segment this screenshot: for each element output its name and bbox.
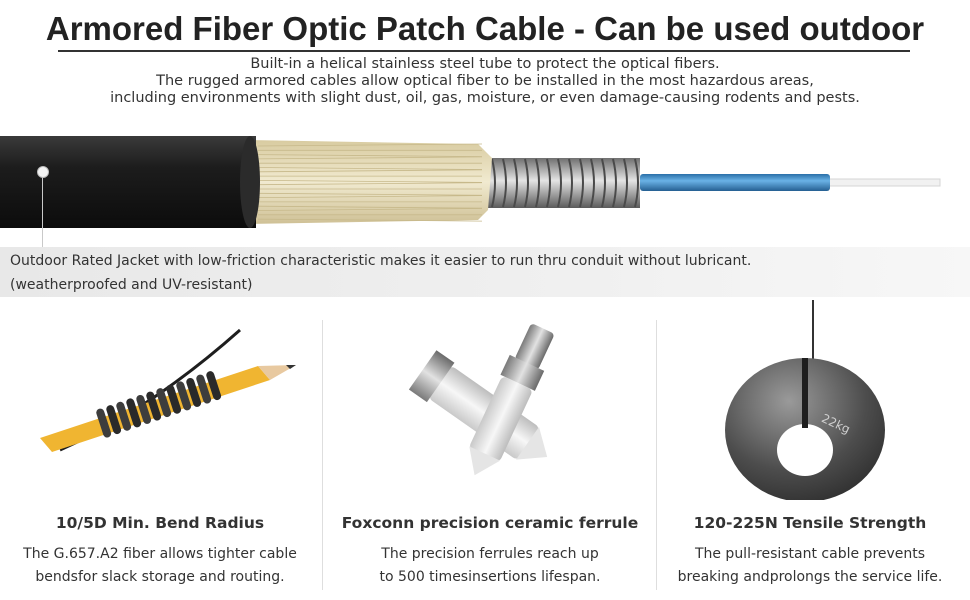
- spring-coil: [206, 371, 222, 401]
- jacket-info-line1: Outdoor Rated Jacket with low-friction c…: [10, 253, 752, 269]
- subtitle: Built-in a helical stainless steel tube …: [0, 56, 970, 107]
- yarn-strand: [257, 208, 483, 211]
- callout-dot: [37, 166, 49, 178]
- spring-coil: [96, 408, 112, 438]
- steel-armor: [488, 158, 640, 208]
- spring-coil: [116, 401, 132, 431]
- callout-line: [42, 173, 43, 273]
- yarn-strand: [257, 156, 483, 160]
- yarn-strand: [257, 192, 483, 196]
- spring-coil: [196, 374, 212, 404]
- spring-coil: [186, 377, 202, 407]
- feature-bend-radius: 10/5D Min. Bend Radius The G.657.A2 fibe…: [0, 300, 320, 600]
- jacket-info-line2: (weatherproofed and UV-resistant): [10, 277, 253, 293]
- yarn-strand: [257, 167, 483, 170]
- yarn-strand: [257, 169, 483, 173]
- armor-coil: [579, 158, 584, 208]
- feature-divider: [322, 320, 323, 590]
- armor-coil: [601, 158, 606, 208]
- feature-title: 120-225N Tensile Strength: [693, 514, 927, 532]
- yarn-strand: [257, 182, 483, 186]
- feature-description: The pull-resistant cable prevents breaki…: [650, 543, 970, 589]
- armor-coil: [634, 158, 639, 208]
- armor-coil: [502, 158, 507, 208]
- feature-desc-line: bendsfor slack storage and routing.: [35, 569, 285, 585]
- feature-title: 10/5D Min. Bend Radius: [55, 514, 265, 532]
- feature-desc-line: The precision ferrules reach up: [381, 546, 599, 562]
- aramid-yarn: [245, 140, 492, 224]
- feature-description: The G.657.A2 fiber allows tighter cable …: [0, 543, 320, 589]
- subtitle-line: including environments with slight dust,…: [110, 90, 860, 106]
- subtitle-line: The rugged armored cables allow optical …: [156, 73, 814, 89]
- feature-tensile-strength: 22kg 120-225N Tensile Strength The pull-…: [650, 300, 970, 600]
- subtitle-line: Built-in a helical stainless steel tube …: [250, 56, 720, 72]
- feature-desc-line: breaking andprolongs the service life.: [677, 569, 943, 585]
- feature-description: The precision ferrules reach up to 500 t…: [330, 543, 650, 589]
- armor-coil: [568, 158, 573, 208]
- armor-coil: [546, 158, 551, 208]
- cable-illustration: [0, 136, 941, 228]
- armor-coil: [612, 158, 617, 208]
- title-underline: [58, 50, 910, 52]
- armor-coil: [513, 158, 518, 208]
- armor-coil: [491, 158, 496, 208]
- yarn-strand: [257, 205, 483, 209]
- yarn-strand: [257, 154, 483, 157]
- outer-jacket: [0, 136, 256, 228]
- yarn-strand: [257, 195, 483, 198]
- weight-image: 22kg: [725, 300, 885, 500]
- pencil-cable-image: [40, 328, 296, 452]
- spring-coil: [106, 405, 122, 435]
- yarn-strand: [257, 143, 483, 147]
- armor-coil: [557, 158, 562, 208]
- jacket-info-band: Outdoor Rated Jacket with low-friction c…: [0, 247, 970, 297]
- armor-coil: [524, 158, 529, 208]
- armor-coil: [590, 158, 595, 208]
- jacket-end: [240, 136, 260, 228]
- glass-fiber: [819, 178, 941, 187]
- spring-coil: [126, 398, 142, 428]
- yarn-strand: [257, 218, 483, 222]
- spring-coil: [166, 384, 182, 414]
- spring-coil: [146, 391, 162, 421]
- spring-coil: [136, 394, 152, 424]
- spring-coil: [156, 388, 172, 418]
- armor-coil: [535, 158, 540, 208]
- feature-desc-line: to 500 timesinsertions lifespan.: [379, 569, 601, 585]
- page-title: Armored Fiber Optic Patch Cable - Can be…: [45, 10, 925, 47]
- feature-desc-line: The G.657.A2 fiber allows tighter cable: [23, 546, 297, 562]
- feature-desc-line: The pull-resistant cable prevents: [694, 546, 926, 562]
- buffer-tube: [640, 174, 830, 191]
- ferrule-image: [408, 324, 554, 476]
- feature-ferrule: Foxconn precision ceramic ferrule The pr…: [330, 300, 650, 600]
- spring-coil: [176, 381, 192, 411]
- feature-divider: [656, 320, 657, 590]
- yarn-strand: [257, 180, 483, 183]
- feature-title: Foxconn precision ceramic ferrule: [341, 514, 639, 532]
- armor-coil: [623, 158, 628, 208]
